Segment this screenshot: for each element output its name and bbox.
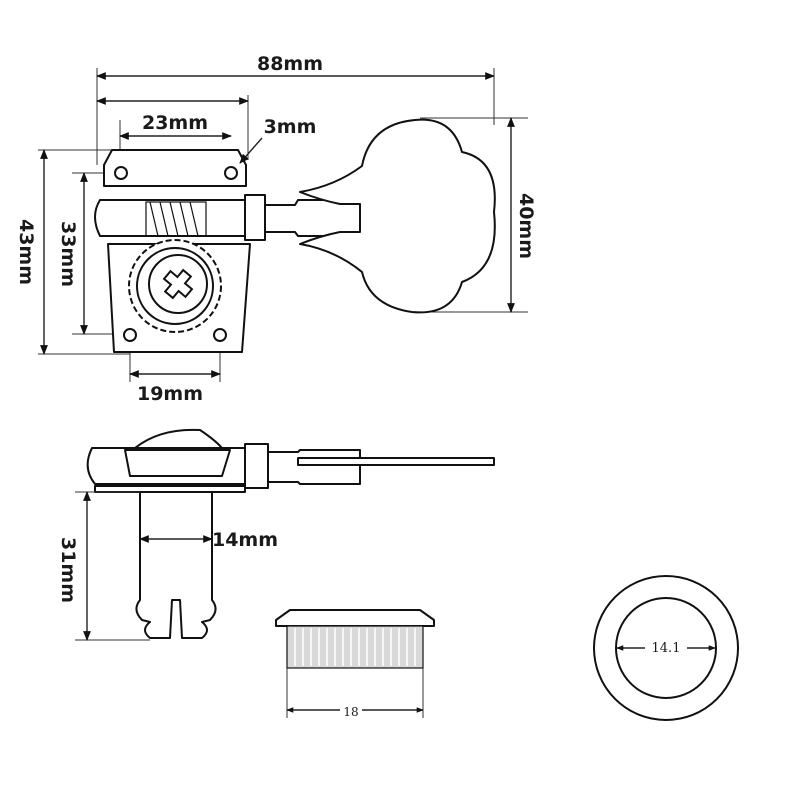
- side-collar: [244, 443, 269, 489]
- dim-plate-inner-height: 33mm: [57, 221, 79, 287]
- dim-washer-inner-diameter: 14.1: [652, 641, 681, 656]
- plate-upper: [103, 149, 247, 187]
- washer-view: 14.1: [593, 575, 739, 721]
- bushing-flange: [275, 609, 435, 627]
- mount-hole-icon: [224, 166, 238, 180]
- tuner-top-view: 88mm 23mm 3mm 43mm 33mm 40mm 19mm: [15, 53, 537, 405]
- dim-post-length: 31mm: [57, 537, 79, 603]
- dim-overall-length: 88mm: [257, 53, 323, 75]
- dim-key-height: 40mm: [515, 193, 537, 259]
- tuner-key-button: [299, 118, 496, 314]
- shaft: [264, 199, 365, 237]
- side-gear: [124, 449, 231, 477]
- side-shaft: [267, 449, 361, 485]
- dim-hole-spacing-bottom: 19mm: [137, 383, 203, 405]
- side-key: [297, 457, 495, 466]
- mount-hole-icon: [123, 328, 137, 342]
- dim-bushing-width: 18: [343, 705, 358, 719]
- shaft-collar: [244, 194, 266, 241]
- dim-post-diameter: 14mm: [212, 529, 278, 551]
- tuner-side-view: 31mm 14mm: [57, 428, 495, 641]
- bushing-knurl: [286, 625, 424, 669]
- bushing-view: 18: [275, 609, 435, 719]
- dim-hole-offset: 3mm: [264, 116, 317, 138]
- mount-hole-icon: [114, 166, 128, 180]
- worm-housing: [94, 199, 246, 237]
- string-post: [135, 491, 217, 639]
- worm-spring-icon: [145, 201, 207, 237]
- dim-hole-spacing-top: 23mm: [142, 112, 208, 134]
- dim-plate-height: 43mm: [15, 219, 37, 285]
- side-gear-cap: [134, 428, 223, 449]
- phillips-screw-icon: [162, 268, 194, 300]
- mount-hole-icon: [213, 328, 227, 342]
